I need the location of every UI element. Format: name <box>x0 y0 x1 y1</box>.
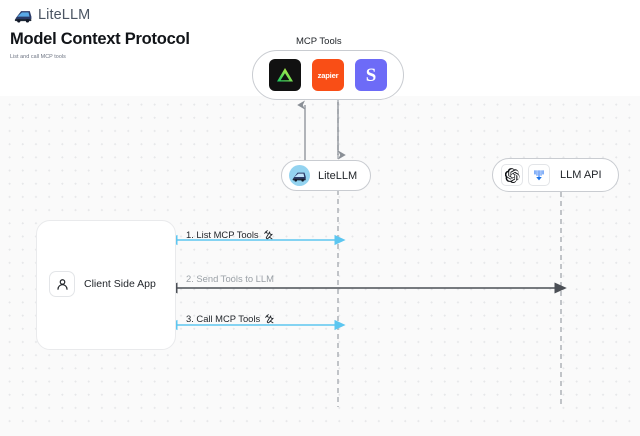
tools-icon <box>263 230 273 240</box>
edge-label-list-mcp-tools: 1. List MCP Tools <box>186 229 274 240</box>
edge-label-3-text: 3. Call MCP Tools <box>186 313 261 324</box>
zapier-tool-icon[interactable]: zapier <box>312 59 344 91</box>
diagram-canvas <box>0 96 640 426</box>
node-llm-api[interactable]: LLM API <box>492 158 619 192</box>
brand[interactable]: LiteLLM <box>14 7 90 23</box>
triangle-glyph <box>277 68 293 82</box>
litellm-badge-icon <box>289 165 310 186</box>
mcp-tools-group-label: MCP Tools <box>296 36 342 47</box>
edge-label-2-text: 2. Send Tools to LLM <box>186 273 274 284</box>
edge-label-call-mcp-tools: 3. Call MCP Tools <box>186 313 275 324</box>
mcp-tools-group: zapier S <box>252 50 404 100</box>
openai-icon <box>501 164 523 186</box>
page-subtitle: List and call MCP tools <box>10 54 66 60</box>
page-title: Model Context Protocol <box>10 30 190 48</box>
client-side-app-content: Client Side App <box>49 271 156 297</box>
tools-icon <box>265 314 274 324</box>
zapier-wordmark: zapier <box>317 70 339 80</box>
edge-label-1-text: 1. List MCP Tools <box>186 229 259 240</box>
edge-label-send-tools-to-llm: 2. Send Tools to LLM <box>186 273 274 284</box>
brand-label: LiteLLM <box>38 7 91 23</box>
litellm-logo-icon <box>14 10 32 23</box>
sentry-s-tool-icon[interactable]: S <box>355 59 387 91</box>
node-litellm-label: LiteLLM <box>318 169 358 182</box>
node-llm-api-label: LLM API <box>560 169 602 181</box>
client-side-app-label: Client Side App <box>84 278 156 290</box>
vertex-ai-glyph <box>534 170 544 181</box>
s-letter-glyph: S <box>365 64 377 86</box>
diagram-canvas-footer <box>0 426 640 436</box>
node-litellm[interactable]: LiteLLM <box>281 160 372 191</box>
openai-glyph <box>504 167 519 183</box>
person-icon <box>49 271 75 297</box>
dark-triangle-tool-icon[interactable] <box>269 59 301 91</box>
vertex-ai-icon <box>528 164 550 186</box>
litellm-truck-glyph <box>292 172 306 182</box>
client-side-app-panel[interactable]: Client Side App <box>36 220 176 350</box>
person-glyph <box>56 278 68 290</box>
